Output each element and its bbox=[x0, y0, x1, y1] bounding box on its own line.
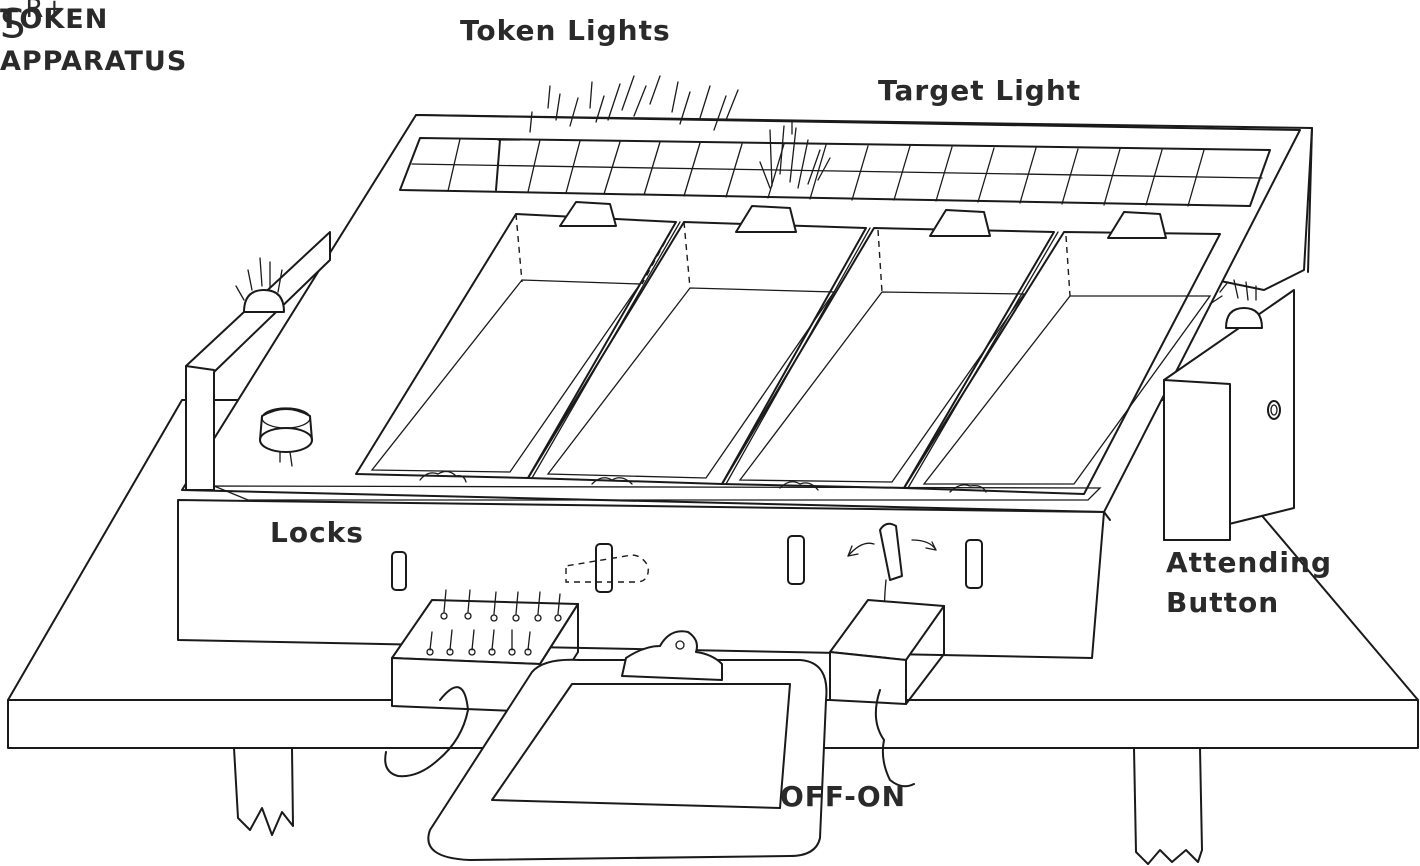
reinforcer-superscript: R+ bbox=[25, 0, 65, 24]
attending-label-line-1: Attending bbox=[1166, 546, 1332, 579]
attending-label-line-2: Button bbox=[1166, 586, 1279, 619]
lock-1[interactable] bbox=[392, 552, 406, 590]
off-on-label: OFF-ON bbox=[780, 780, 906, 813]
left-light bbox=[244, 290, 284, 312]
target-light-label: Target Light bbox=[878, 74, 1081, 107]
lock-4[interactable] bbox=[966, 540, 982, 588]
token-lights-label: Token Lights bbox=[460, 14, 671, 47]
locks-label: Locks bbox=[270, 516, 364, 549]
right-light bbox=[1226, 308, 1262, 328]
attending-button[interactable] bbox=[1268, 401, 1280, 419]
lock-2[interactable] bbox=[596, 544, 612, 592]
table-leg-left bbox=[234, 748, 293, 835]
table-leg-right bbox=[1134, 748, 1202, 864]
lock-3[interactable] bbox=[788, 536, 804, 584]
title-line-2: APPARATUS bbox=[0, 46, 187, 77]
